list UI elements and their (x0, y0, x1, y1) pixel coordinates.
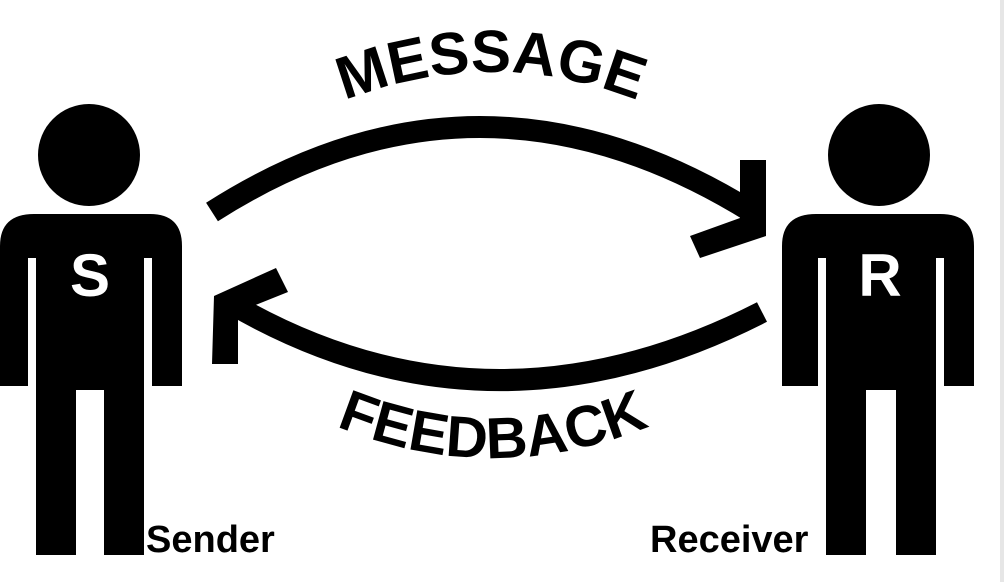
feedback-arc (226, 294, 768, 392)
message-arrowhead (690, 160, 766, 258)
message-arrow (206, 116, 766, 258)
message-arc (206, 116, 758, 222)
sender-initial: S (70, 242, 110, 309)
feedback-arrowhead (212, 268, 288, 364)
receiver-label: Receiver (650, 519, 809, 561)
receiver-head (828, 104, 930, 206)
image-edge (1000, 0, 1004, 582)
sender-figure: S (0, 104, 182, 555)
feedback-label: FEEDBACK (332, 377, 655, 471)
receiver-body (782, 214, 974, 555)
sender-body (0, 214, 182, 555)
feedback-arrow (212, 268, 768, 392)
sender-head (38, 104, 140, 206)
sender-label: Sender (146, 519, 275, 561)
receiver-initial: R (858, 242, 901, 309)
receiver-figure: R (782, 104, 974, 555)
message-label: MESSAGE (328, 18, 655, 112)
